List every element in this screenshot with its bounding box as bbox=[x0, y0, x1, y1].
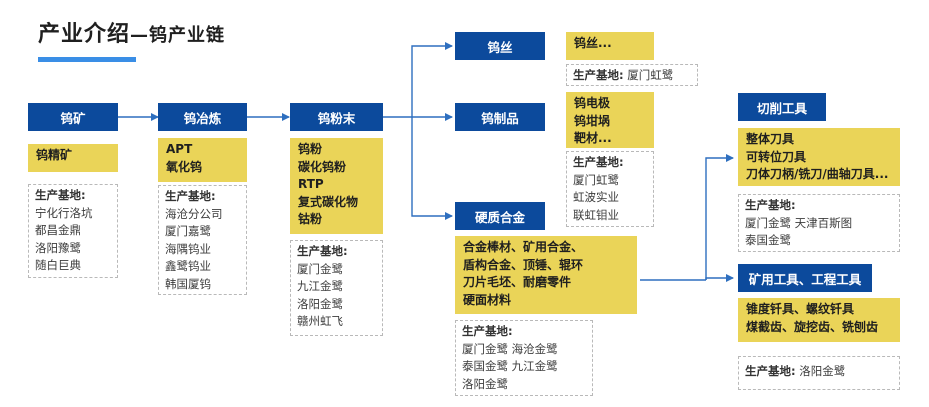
bases-products: 生产基地: 厦门虹鹭 虹波实业 联虹钼业 bbox=[566, 151, 654, 227]
base-item: 九江金鹭 bbox=[297, 279, 343, 293]
product-item: 刀片毛坯、耐磨零件 bbox=[463, 275, 572, 289]
base-item: 洛阳豫鹭 bbox=[35, 240, 81, 255]
base-header: 生产基地: bbox=[165, 189, 216, 203]
base-header: 生产基地: bbox=[35, 188, 86, 202]
node-ore: 钨矿 bbox=[28, 103, 118, 131]
base-item: 泰国金鹭 九江金鹭 bbox=[462, 359, 558, 373]
products-mining: 锥度钎具、螺纹钎具 煤截齿、旋挖齿、铣刨齿 bbox=[738, 298, 900, 342]
products-products: 钨电极 钨坩埚 靶材... bbox=[566, 92, 654, 148]
product-item: 钨坩埚 bbox=[574, 113, 611, 128]
products-ore: 钨精矿 bbox=[28, 144, 118, 172]
title-main: 产业介绍 bbox=[38, 22, 131, 47]
product-item: 靶材... bbox=[574, 131, 612, 145]
base-header: 生产基地: bbox=[745, 198, 796, 212]
product-item: 刀体刀柄/铣刀/曲轴刀具... bbox=[746, 167, 889, 181]
product-item: 整体刀具 bbox=[746, 132, 795, 146]
base-item: 洛阳金鹭 bbox=[297, 296, 343, 311]
base-item: 厦门虹鹭 bbox=[573, 172, 619, 187]
product-item: 钨丝... bbox=[574, 36, 612, 50]
base-item: 厦门金鹭 海沧金鹭 bbox=[462, 341, 558, 356]
product-item: 碳化钨粉 bbox=[298, 159, 347, 174]
base-item: 赣州虹飞 bbox=[297, 314, 343, 328]
product-item: 煤截齿、旋挖齿、铣刨齿 bbox=[746, 319, 879, 334]
base-item: 宁化行洛坑 bbox=[35, 205, 93, 220]
page-title: 产业介绍—钨产业链 bbox=[38, 16, 225, 48]
title-underline bbox=[38, 57, 136, 62]
base-item: 厦门金鹭 bbox=[297, 261, 343, 276]
arrow-tools-mining bbox=[705, 274, 734, 282]
base-item: 洛阳金鹭 bbox=[799, 364, 846, 378]
base-item: 厦门虹鹭 bbox=[627, 68, 674, 82]
product-item: 钴粉 bbox=[298, 212, 323, 226]
base-item: 海沧分公司 bbox=[165, 206, 223, 221]
bases-wire: 生产基地: 厦门虹鹭 bbox=[566, 64, 698, 86]
products-powder: 钨粉 碳化钨粉 RTP 复式碳化物 钴粉 bbox=[290, 138, 383, 234]
bases-smelt: 生产基地: 海沧分公司 厦门嘉鹭 海隅钨业 鑫鹭钨业 韩国厦钨 bbox=[158, 185, 247, 295]
products-carbide: 合金棒材、矿用合金、 盾构合金、顶锤、辊环 刀片毛坯、耐磨零件 硬面材料 bbox=[455, 236, 637, 314]
base-item: 随白巨典 bbox=[35, 258, 81, 272]
base-item: 海隅钨业 bbox=[165, 241, 211, 256]
node-mining: 矿用工具、工程工具 bbox=[738, 264, 872, 292]
bases-ore: 生产基地: 宁化行洛坑 都昌金鼎 洛阳豫鹭 随白巨典 bbox=[28, 184, 118, 278]
bases-carbide: 生产基地: 厦门金鹭 海沧金鹭 泰国金鹭 九江金鹭 洛阳金鹭 bbox=[455, 320, 593, 396]
base-item: 厦门金鹭 天津百斯图 bbox=[745, 215, 853, 230]
product-item: 可转位刀具 bbox=[746, 149, 807, 164]
base-item: 虹波实业 bbox=[573, 190, 619, 204]
product-item: 氧化钨 bbox=[166, 159, 203, 174]
products-cutting: 整体刀具 可转位刀具 刀体刀柄/铣刀/曲轴刀具... bbox=[738, 128, 900, 186]
products-smelt: APT 氧化钨 bbox=[158, 138, 247, 182]
product-item: 锥度钎具、螺纹钎具 bbox=[746, 302, 855, 316]
title-sub: —钨产业链 bbox=[130, 25, 226, 46]
product-item: 盾构合金、顶锤、辊环 bbox=[463, 257, 584, 272]
product-item: RTP bbox=[298, 177, 324, 191]
node-cutting: 切削工具 bbox=[738, 93, 826, 121]
product-item: 钨粉 bbox=[298, 142, 323, 156]
node-products: 钨制品 bbox=[455, 103, 545, 131]
base-item: 韩国厦钨 bbox=[165, 276, 211, 291]
base-item: 鑫鹭钨业 bbox=[165, 259, 211, 273]
arrow-tools-cutting bbox=[705, 154, 734, 280]
node-smelt: 钨冶炼 bbox=[158, 103, 247, 131]
product-item: 硬面材料 bbox=[463, 292, 512, 307]
base-header: 生产基地: bbox=[745, 364, 796, 378]
base-header: 生产基地: bbox=[297, 244, 348, 258]
base-item: 厦门嘉鹭 bbox=[165, 224, 211, 238]
base-item: 都昌金鼎 bbox=[35, 223, 81, 237]
node-powder: 钨粉末 bbox=[290, 103, 383, 131]
product-item: APT bbox=[166, 142, 193, 156]
base-item: 泰国金鹭 bbox=[745, 233, 791, 247]
base-item: 联虹钼业 bbox=[573, 207, 619, 222]
arrow-powder-wire bbox=[411, 42, 453, 117]
bases-cutting: 生产基地: 厦门金鹭 天津百斯图 泰国金鹭 bbox=[738, 194, 900, 252]
product-item: 合金棒材、矿用合金、 bbox=[463, 240, 584, 254]
base-header: 生产基地: bbox=[573, 155, 624, 169]
products-wire: 钨丝... bbox=[566, 32, 654, 60]
arrow-powder-carbide bbox=[411, 117, 453, 220]
base-header: 生产基地: bbox=[573, 68, 624, 82]
node-carbide: 硬质合金 bbox=[455, 202, 545, 230]
base-item: 洛阳金鹭 bbox=[462, 376, 508, 391]
node-wire: 钨丝 bbox=[455, 32, 545, 60]
bases-mining: 生产基地: 洛阳金鹭 bbox=[738, 356, 900, 390]
product-item: 钨电极 bbox=[574, 96, 611, 110]
base-header: 生产基地: bbox=[462, 324, 513, 338]
bases-powder: 生产基地: 厦门金鹭 九江金鹭 洛阳金鹭 赣州虹飞 bbox=[290, 240, 383, 336]
product-item: 复式碳化物 bbox=[298, 194, 359, 209]
product-item: 钨精矿 bbox=[36, 148, 73, 162]
